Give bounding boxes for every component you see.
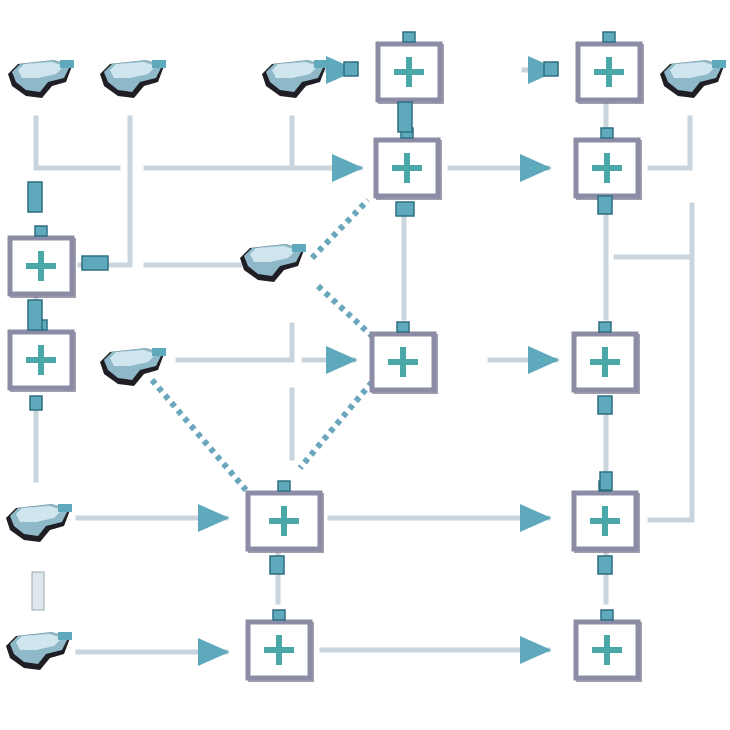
process-box-b12[interactable] — [573, 609, 642, 682]
plus-box-icon — [590, 506, 620, 536]
plus-box-icon — [392, 153, 422, 183]
cloud-source-icon-s1[interactable] — [8, 60, 74, 98]
port-bottom-b8 — [29, 395, 43, 411]
port-top — [396, 321, 410, 333]
port-top — [402, 31, 416, 43]
dotted-s4-b6 — [315, 283, 375, 339]
process-box-b9[interactable] — [245, 480, 324, 553]
process-box-b8[interactable] — [7, 319, 76, 392]
dotted-s4-b2 — [309, 197, 371, 261]
port-top — [272, 609, 286, 621]
port-bottom-b9 — [269, 555, 285, 575]
process-box-b7[interactable] — [571, 321, 640, 394]
port-left-b3 — [543, 61, 559, 77]
connector-s2 — [77, 115, 133, 268]
box-frame — [375, 41, 443, 103]
port-top — [277, 480, 291, 492]
plus-box-icon — [388, 347, 418, 377]
plus-box-icon — [592, 153, 622, 183]
cloud-source-icon-s5[interactable] — [100, 348, 166, 386]
dotted-layer — [149, 197, 375, 492]
source-icon-layer — [6, 60, 726, 670]
port-left-b1 — [343, 61, 359, 77]
plus-box-icon — [592, 635, 622, 665]
cloud-source-icon-s4[interactable] — [240, 244, 306, 282]
dotted-b6-b9 — [297, 380, 375, 470]
port-bottom-b1 — [397, 101, 413, 133]
process-box-b10[interactable] — [571, 480, 640, 553]
plus-box-icon — [26, 251, 56, 281]
dotted-s7-b9 — [149, 378, 249, 492]
connector-s3 — [289, 115, 347, 171]
cloud-source-icon-s3[interactable] — [262, 60, 328, 98]
cloud-source-icon-s6[interactable] — [6, 504, 72, 542]
process-box-b2[interactable] — [373, 127, 442, 200]
plus-box-icon — [269, 506, 299, 536]
plus-box-icon — [26, 345, 56, 375]
cloud-source-icon-s9[interactable] — [660, 60, 726, 98]
process-box-b3[interactable] — [575, 31, 644, 104]
cloud-source-icon-s8[interactable] — [6, 632, 72, 670]
process-box-layer — [7, 31, 644, 682]
port-top — [600, 609, 614, 621]
cloud-source-icon-s2[interactable] — [100, 60, 166, 98]
connector-s6-s8 — [31, 571, 45, 611]
port-top-b10 — [599, 471, 613, 491]
box-frame — [575, 41, 643, 103]
plus-box-icon — [590, 347, 620, 377]
port-top — [34, 225, 48, 237]
port-top — [602, 31, 616, 43]
port-bottom-b10 — [597, 555, 613, 575]
process-box-b4[interactable] — [573, 127, 642, 200]
connector-layer — [31, 56, 695, 666]
process-box-b11[interactable] — [245, 609, 314, 682]
port-top — [598, 321, 612, 333]
port-top — [600, 127, 614, 139]
process-box-b6[interactable] — [369, 321, 438, 394]
plus-box-icon — [394, 57, 424, 87]
connector-right-vertical — [647, 202, 695, 523]
process-box-b5[interactable] — [7, 225, 76, 298]
port-bottom-b7 — [597, 395, 613, 415]
connector-b4-right — [647, 115, 693, 171]
process-box-b1[interactable] — [375, 31, 444, 104]
port-right-b5 — [81, 255, 109, 271]
port-bottom-b2 — [395, 201, 415, 217]
port-bottom-b4 — [597, 195, 613, 215]
connector-s1 — [33, 115, 121, 171]
port-top-b5 — [27, 181, 43, 213]
plus-box-icon — [264, 635, 294, 665]
plus-box-icon — [594, 57, 624, 87]
port-bottom-b5 — [27, 299, 43, 331]
